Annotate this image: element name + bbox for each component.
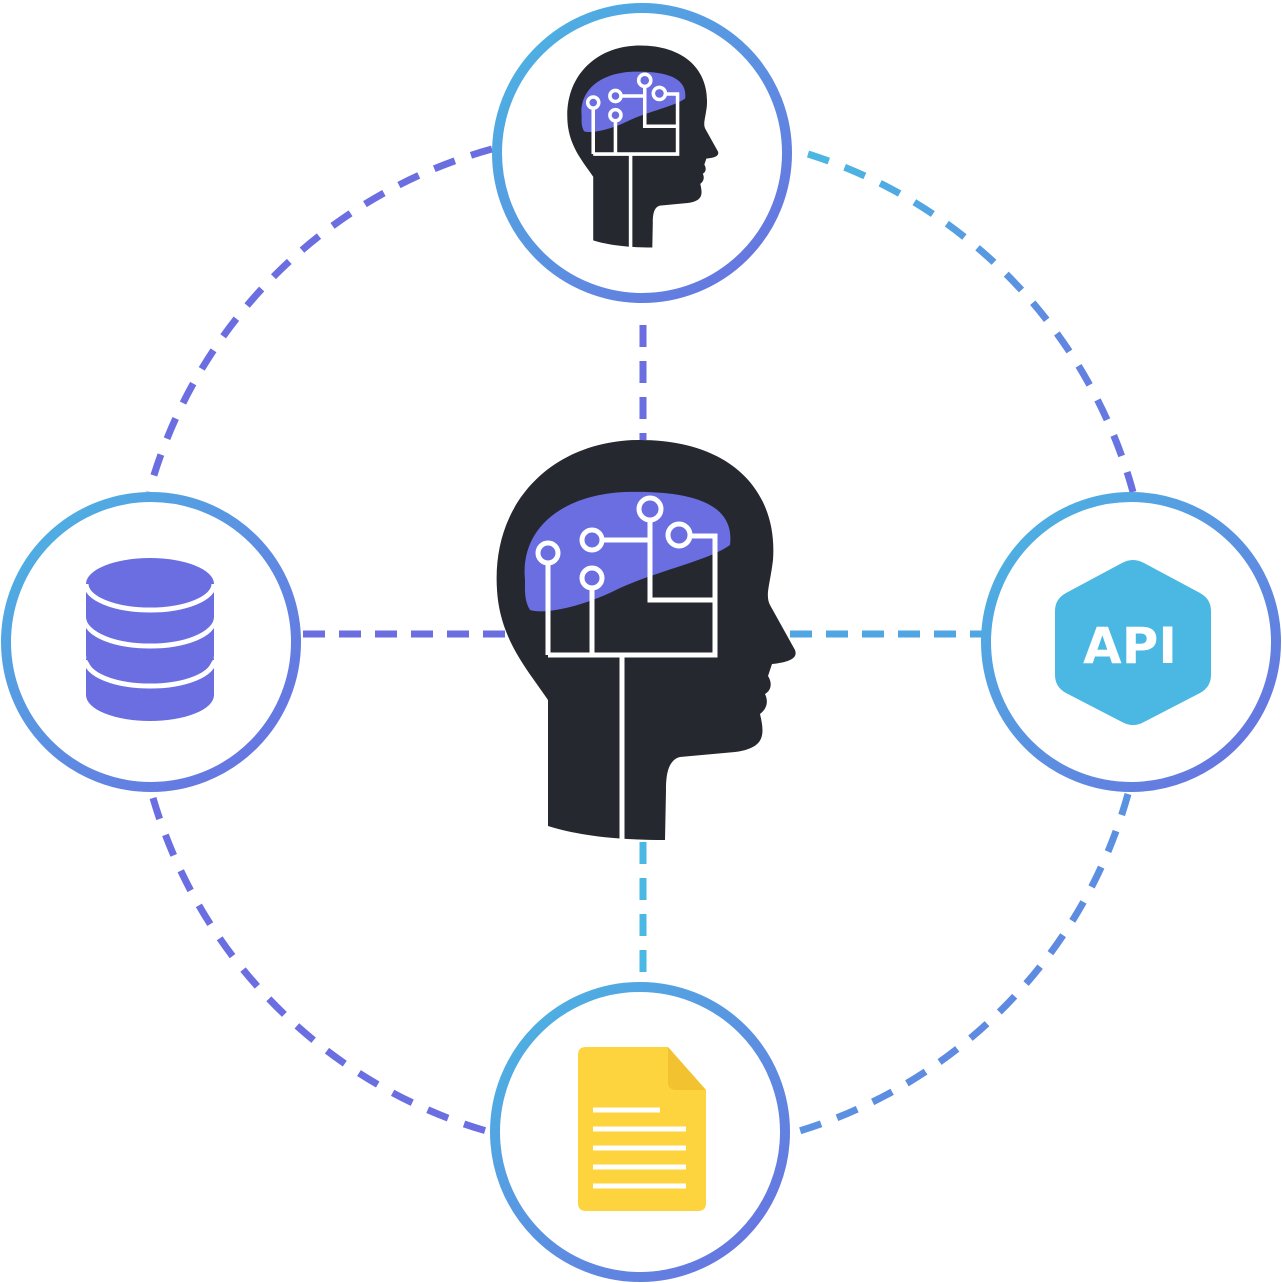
- center-ai-head-icon: [496, 440, 796, 840]
- right-node: API: [1055, 560, 1211, 725]
- left-node: [83, 558, 217, 721]
- bottom-node: [578, 1047, 706, 1211]
- orbit-connectors: [145, 145, 1137, 1136]
- circuit-nodes: [535, 495, 693, 591]
- orbit-arc-bottom-right: [794, 793, 1132, 1136]
- orbit-arc-bottom-left: [149, 797, 491, 1136]
- node-rings: [1, 3, 1281, 1282]
- circuit-lines: [545, 520, 718, 840]
- top-node: [567, 45, 719, 248]
- top-ai-head-icon: [567, 45, 719, 248]
- api-badge-icon: [1055, 560, 1211, 725]
- api-label: API: [1083, 617, 1177, 675]
- database-icon: [83, 558, 217, 721]
- document-icon: [578, 1047, 706, 1211]
- spoke-connectors: [303, 325, 982, 978]
- orbit-arc-top-right: [806, 150, 1137, 493]
- orbit-arc-top-left: [145, 145, 493, 493]
